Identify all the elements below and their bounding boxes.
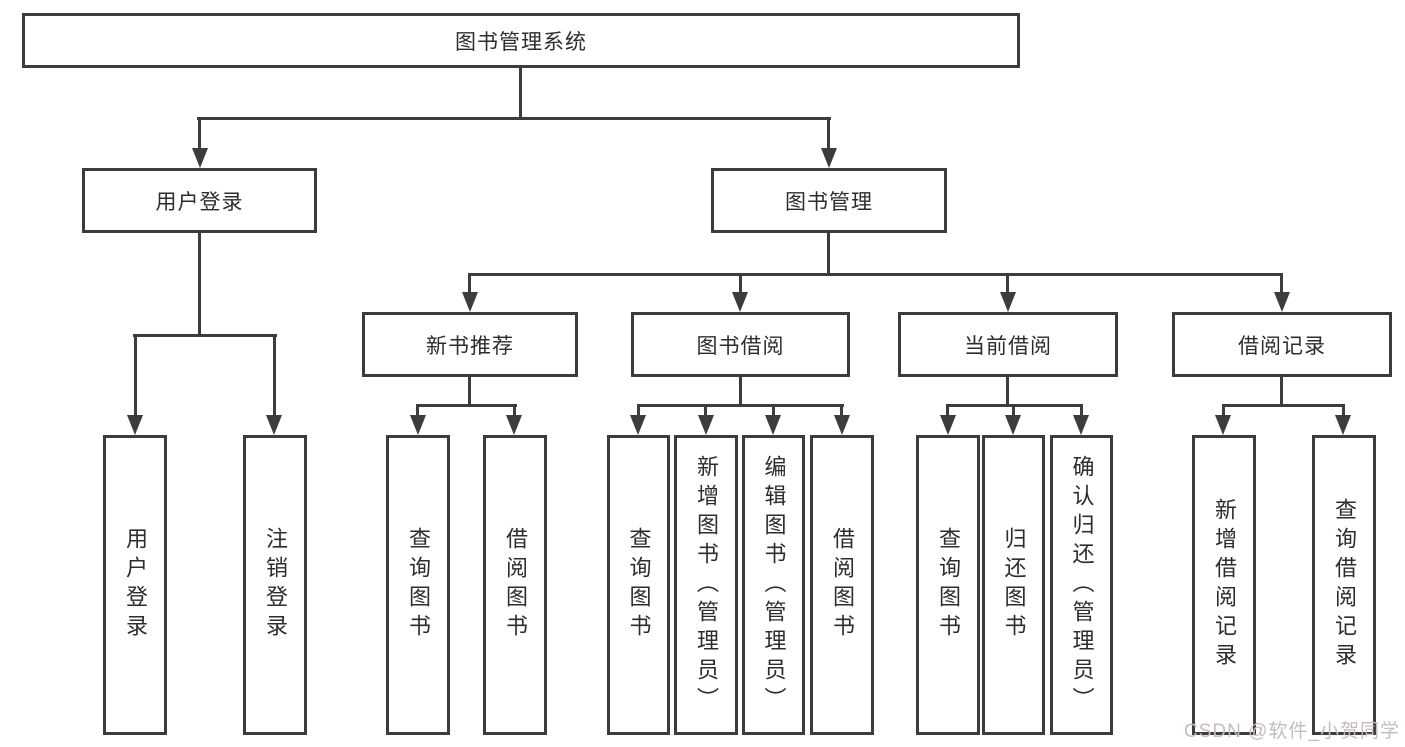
node-book-management: 图书管理	[711, 168, 947, 233]
connector-line	[827, 233, 830, 275]
connector-line	[519, 68, 522, 120]
node-current-borrow-label: 当前借阅	[964, 334, 1052, 358]
node-book-borrow-label: 图书借阅	[696, 334, 785, 358]
node-new-book-recommend: 新书推荐	[362, 312, 578, 377]
connector-line	[468, 273, 1283, 276]
arrowhead-icon	[1000, 292, 1016, 312]
leaf-label: 新增图书（管理员）	[694, 454, 719, 716]
connector-line	[1012, 404, 1015, 415]
connector-line	[133, 334, 277, 337]
leaf-borrow-books: 借阅图书	[810, 435, 874, 735]
connector-line	[827, 117, 830, 150]
connector-line	[739, 377, 742, 406]
leaf-edit-book-admin: 编辑图书（管理员）	[742, 435, 805, 735]
connector-line	[637, 404, 640, 415]
arrowhead-icon	[732, 292, 748, 312]
leaf-query-borrow-record: 查询借阅记录	[1312, 435, 1376, 735]
connector-line	[468, 377, 471, 406]
connector-line	[772, 404, 775, 415]
leaf-label: 借阅图书	[830, 527, 855, 643]
arrowhead-icon	[266, 415, 282, 435]
connector-line	[704, 404, 707, 415]
connector-line	[513, 404, 516, 415]
arrowhead-icon	[698, 415, 714, 435]
leaf-borrow-books-recommend: 借阅图书	[483, 435, 547, 735]
arrowhead-icon	[462, 292, 478, 312]
connector-line	[1222, 404, 1345, 407]
arrowhead-icon	[940, 415, 956, 435]
leaf-confirm-return-admin: 确认归还（管理员）	[1050, 435, 1113, 735]
connector-line	[1080, 404, 1083, 415]
leaf-query-books-recommend: 查询图书	[386, 435, 450, 735]
arrowhead-icon	[506, 415, 522, 435]
connector-line	[637, 404, 844, 407]
arrowhead-icon	[1073, 415, 1089, 435]
leaf-label: 新增借阅记录	[1212, 498, 1237, 672]
node-borrow-records: 借阅记录	[1172, 312, 1392, 377]
node-current-borrow: 当前借阅	[898, 312, 1118, 377]
connector-line	[416, 404, 419, 415]
connector-line	[1280, 377, 1283, 406]
arrowhead-icon	[821, 148, 837, 168]
arrowhead-icon	[192, 148, 208, 168]
watermark: CSDN @软件_小贺同学	[1184, 721, 1400, 742]
arrowhead-icon	[765, 415, 781, 435]
node-user-login: 用户登录	[82, 168, 317, 233]
arrowhead-icon	[630, 415, 646, 435]
leaf-user-login: 用户登录	[103, 435, 167, 735]
arrowhead-icon	[834, 415, 850, 435]
node-book-management-label: 图书管理	[785, 190, 873, 214]
arrowhead-icon	[1215, 415, 1231, 435]
node-borrow-records-label: 借阅记录	[1238, 334, 1326, 358]
leaf-label: 查询图书	[626, 527, 652, 643]
connector-line	[468, 273, 471, 292]
connector-line	[1342, 404, 1345, 415]
connector-line	[273, 334, 276, 415]
node-book-borrow: 图书借阅	[631, 312, 850, 377]
connector-line	[946, 404, 949, 415]
leaf-logout: 注销登录	[243, 435, 307, 735]
connector-line	[739, 273, 742, 292]
leaf-query-books-current: 查询图书	[916, 435, 980, 735]
leaf-return-books: 归还图书	[982, 435, 1045, 735]
leaf-label: 借阅图书	[503, 527, 528, 643]
connector-line	[1006, 273, 1009, 292]
connector-line	[416, 404, 517, 407]
node-new-book-recommend-label: 新书推荐	[426, 334, 514, 358]
leaf-label: 编辑图书（管理员）	[761, 454, 787, 716]
leaf-label: 归还图书	[1001, 527, 1027, 643]
leaf-label: 查询借阅记录	[1332, 498, 1357, 672]
connector-line	[1280, 273, 1283, 292]
arrowhead-icon	[1274, 292, 1290, 312]
connector-line	[840, 404, 843, 415]
leaf-query-books-borrow: 查询图书	[607, 435, 670, 735]
leaf-label: 注销登录	[263, 527, 288, 643]
leaf-label: 用户登录	[123, 527, 148, 643]
leaf-label: 确认归还（管理员）	[1069, 454, 1095, 716]
leaf-add-borrow-record: 新增借阅记录	[1192, 435, 1256, 735]
connector-line	[1006, 377, 1009, 406]
connector-line	[1222, 404, 1225, 415]
node-root-label: 图书管理系统	[455, 30, 587, 54]
arrowhead-icon	[1335, 415, 1351, 435]
node-root: 图书管理系统	[22, 13, 1020, 68]
leaf-add-book-admin: 新增图书（管理员）	[674, 435, 738, 735]
connector-line	[198, 117, 201, 150]
leaf-label: 查询图书	[406, 527, 431, 643]
connector-line	[134, 334, 137, 415]
arrowhead-icon	[127, 415, 143, 435]
node-user-login-label: 用户登录	[155, 190, 244, 214]
leaf-label: 查询图书	[936, 527, 961, 643]
arrowhead-icon	[1005, 415, 1021, 435]
connector-line	[198, 233, 201, 336]
connector-line	[197, 117, 831, 120]
arrowhead-icon	[410, 415, 426, 435]
